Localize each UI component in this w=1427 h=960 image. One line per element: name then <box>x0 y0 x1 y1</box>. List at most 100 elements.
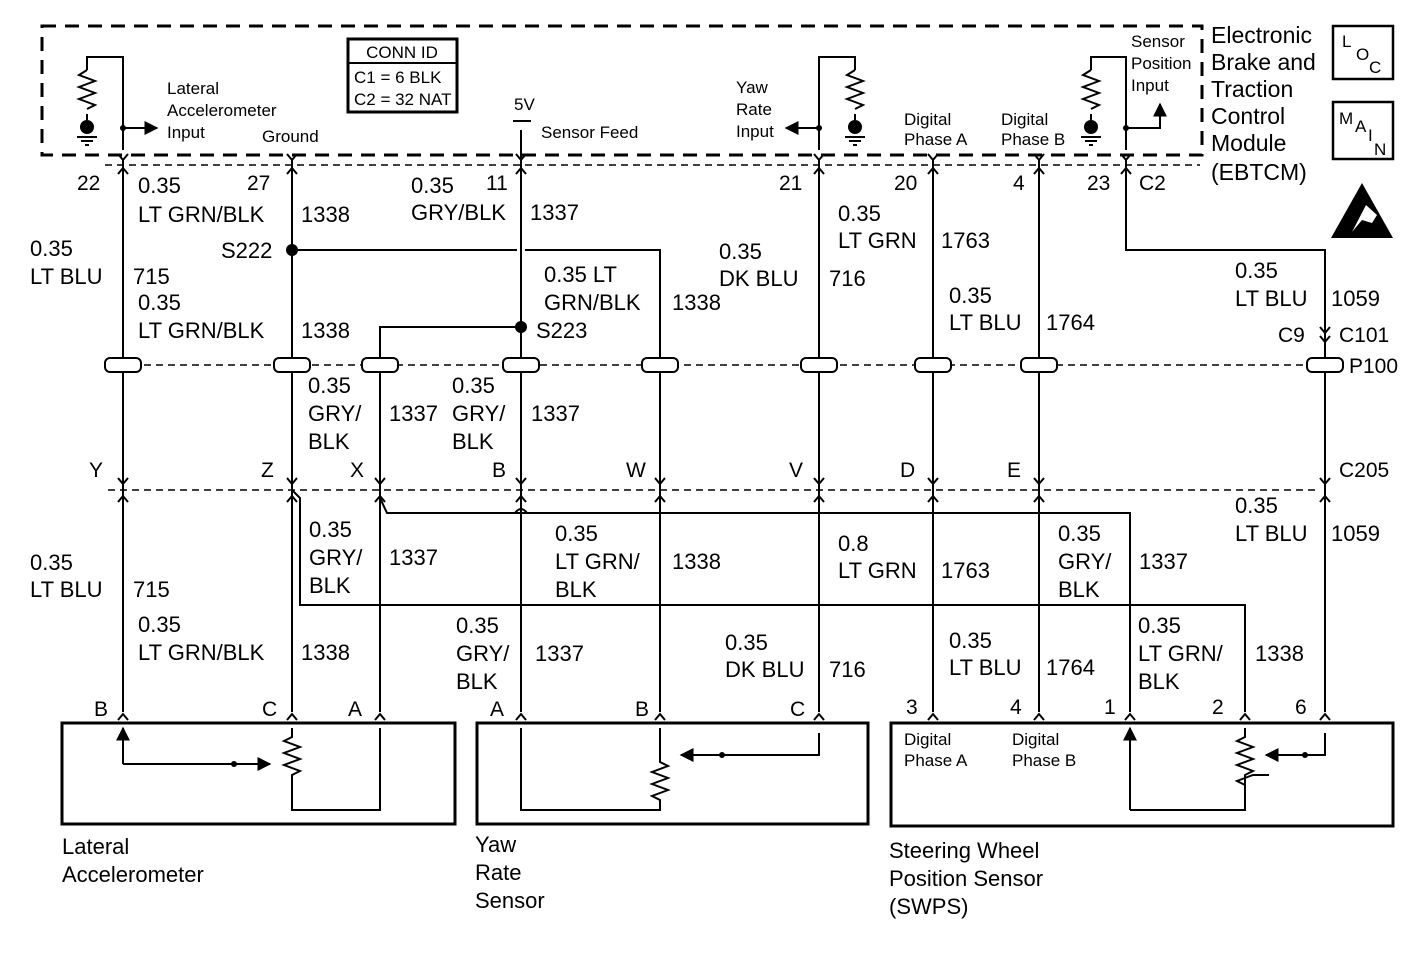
main-badge[interactable]: M A I N <box>1331 100 1395 161</box>
lower-wire-labels: 0.35 LT BLU 715 0.35 LT GRN/BLK 1338 0.3… <box>30 493 1380 694</box>
c205-pin-letter: W <box>626 459 646 482</box>
loc-badge-letter: O <box>1356 45 1369 64</box>
connector-label-p100: P100 <box>1349 355 1398 378</box>
wire-color: LT GRN/BLK <box>138 318 265 343</box>
sensor-pin: C <box>790 698 805 721</box>
sensor-name: (SWPS) <box>889 894 968 919</box>
terminal-chevron <box>1033 494 1045 503</box>
terminal-chevron <box>813 712 825 721</box>
wire-size: 0.35 <box>555 521 598 546</box>
terminal-chevron <box>515 712 527 721</box>
sensor-pin-labels: B C A A B C 3 4 1 2 6 <box>94 696 1307 721</box>
terminal-chevron <box>1319 494 1331 503</box>
label-5v: 5V <box>514 95 535 114</box>
loc-badge-letter: L <box>1342 32 1351 51</box>
main-badge-letter: N <box>1374 140 1386 159</box>
wire-circuit: 1337 <box>389 401 438 426</box>
terminal-chevron <box>1319 326 1331 335</box>
terminal-chevron <box>1033 166 1045 175</box>
wire-color: LT BLU <box>1235 286 1308 311</box>
wire-size: 0.35 <box>30 236 73 261</box>
wire-size: 0.8 <box>838 531 869 556</box>
sensor-position-circuit: Sensor Position Input <box>1080 32 1191 150</box>
label-yaw-input: Rate <box>736 100 772 119</box>
wire-size: 0.35 <box>725 630 768 655</box>
wire-color: GRY/ <box>456 641 510 666</box>
sensor-name: Sensor <box>475 888 545 913</box>
lateral-accelerometer-sensor: Lateral Accelerometer <box>60 721 457 887</box>
label-sensor-feed: Sensor Feed <box>541 123 638 142</box>
wire-circuit: 1764 <box>1046 655 1095 680</box>
label-lateral-input: Input <box>167 123 205 142</box>
wire-circuit: 1337 <box>1139 549 1188 574</box>
connector-label-c9: C9 <box>1278 324 1305 347</box>
wire-color: LT BLU <box>949 310 1022 335</box>
terminal-chevron <box>813 494 825 503</box>
terminal-chevron <box>117 494 129 503</box>
terminal-chevron <box>1319 712 1331 721</box>
label-yaw-input: Yaw <box>736 78 769 97</box>
pin-number: 21 <box>779 172 802 195</box>
terminal-chevron <box>286 166 298 175</box>
wire-circuit: 1763 <box>941 228 990 253</box>
label-lateral-input: Lateral <box>167 79 219 98</box>
wire-color: BLK <box>452 429 494 454</box>
loc-badge-letter: C <box>1369 58 1381 77</box>
terminal-chevron <box>1120 153 1132 162</box>
conn-id-title: CONN ID <box>366 43 438 62</box>
pin-number: 23 <box>1087 172 1110 195</box>
terminal-chevron <box>1319 477 1331 486</box>
label-digital-phase-a: Digital <box>904 110 951 129</box>
sensor-pin: B <box>94 698 108 721</box>
terminal-chevron <box>515 166 527 175</box>
sensor-pin: A <box>490 698 504 721</box>
wire-circuit: 1337 <box>531 401 580 426</box>
wire-size: 0.35 <box>1058 521 1101 546</box>
wire-circuit: 1059 <box>1331 286 1380 311</box>
conn-id-row: C1 = 6 BLK <box>354 68 442 87</box>
main-badge-letter: M <box>1339 109 1353 128</box>
module-title-line: Control <box>1211 103 1285 129</box>
module-title-line: Brake and <box>1211 49 1316 75</box>
terminal-chevron <box>117 477 129 486</box>
p100-terminals <box>104 357 1344 373</box>
terminal-chevron <box>1033 712 1045 721</box>
wire-color: BLK <box>308 429 350 454</box>
pin-number: 4 <box>1013 172 1025 195</box>
label-digital-phase-b: Phase B <box>1001 130 1065 149</box>
loc-badge[interactable]: L O C <box>1331 24 1395 81</box>
terminal-chevron <box>117 166 129 175</box>
terminal-chevron <box>927 477 939 486</box>
swps-digital-b: Phase B <box>1012 751 1076 770</box>
label-lateral-input: Accelerometer <box>167 101 277 120</box>
wire-circuit: 1337 <box>530 200 579 225</box>
terminal-chevron <box>654 494 666 503</box>
label-sensor-position: Position <box>1131 54 1191 73</box>
wire-circuit: 1338 <box>301 202 350 227</box>
wire-color: GRY/BLK <box>411 200 506 225</box>
wire-size: 0.35 <box>456 613 499 638</box>
wire-color: LT GRN <box>838 558 917 583</box>
wire-circuit: 1059 <box>1331 521 1380 546</box>
label-digital-phase-a: Phase A <box>904 130 968 149</box>
swps-digital-b: Digital <box>1012 730 1059 749</box>
module-pins: 22 27 11 21 20 4 23 C2 <box>77 172 1166 195</box>
terminal-chevron <box>286 712 298 721</box>
sensor-name: Position Sensor <box>889 866 1043 891</box>
sensor-name: Yaw <box>475 832 516 857</box>
wire-size: 0.35 <box>1138 613 1181 638</box>
wire-circuit: 1338 <box>301 318 350 343</box>
esd-warning-icon <box>1331 183 1393 238</box>
wire-size: 0.35 <box>138 173 181 198</box>
terminal-chevron <box>813 166 825 175</box>
connector-label-c101: C101 <box>1339 324 1389 347</box>
wire-circuit: 715 <box>133 577 170 602</box>
terminal-chevron <box>927 494 939 503</box>
terminal-chevron <box>117 712 129 721</box>
wire-color: GRN/BLK <box>544 290 641 315</box>
c205-pin-letter: Z <box>261 459 274 482</box>
wire-circuit: 1338 <box>672 290 721 315</box>
wire-circuit: 716 <box>829 657 866 682</box>
wire-color: BLK <box>1058 577 1100 602</box>
main-badge-letter: I <box>1368 126 1373 145</box>
